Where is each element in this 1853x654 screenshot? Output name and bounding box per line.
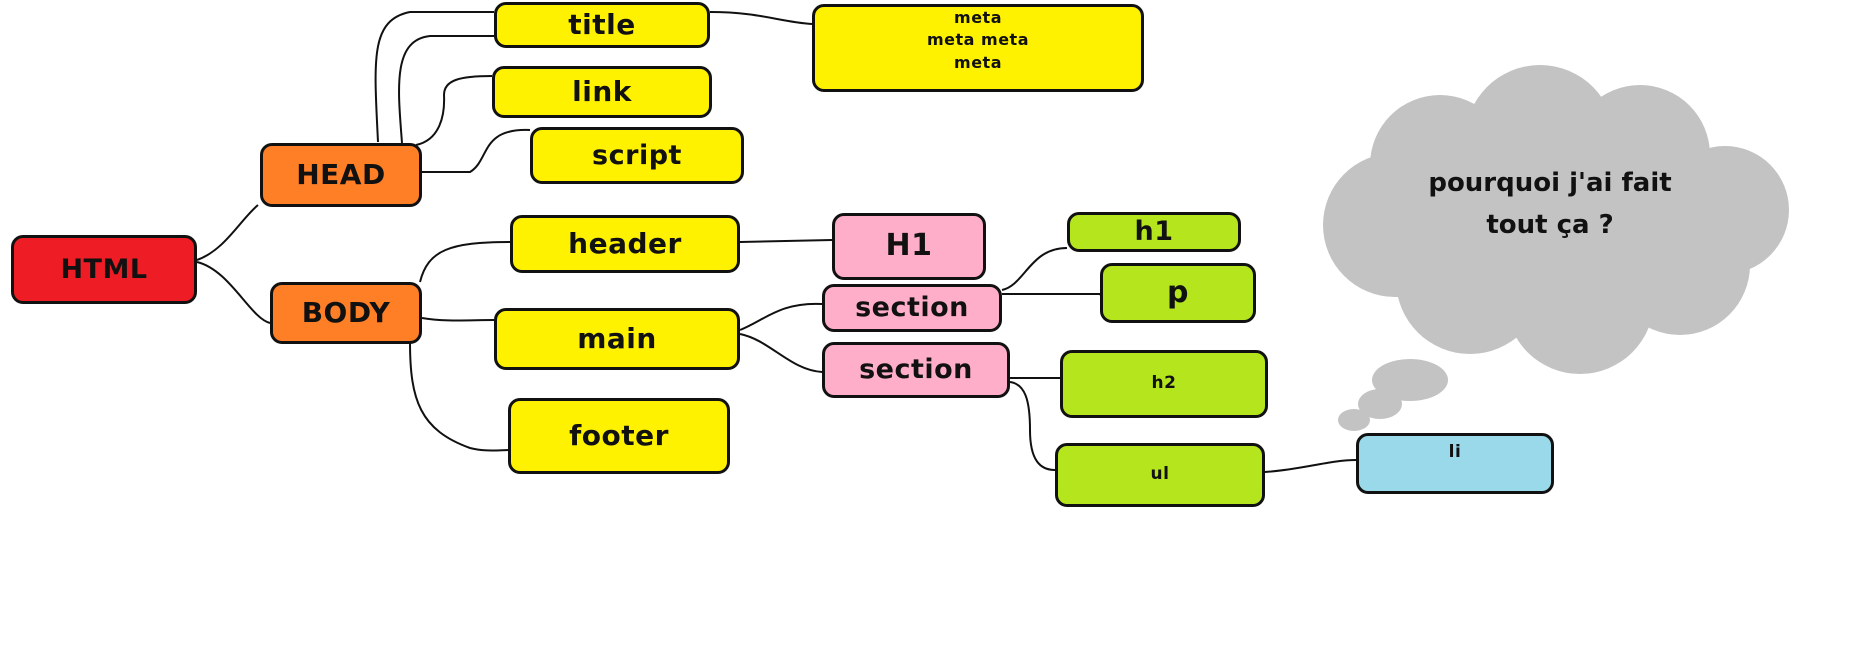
node-link-label: link [572, 74, 632, 108]
node-title: title [494, 2, 710, 48]
node-link: link [492, 66, 712, 118]
node-footer-label: footer [569, 418, 669, 452]
node-h2: h2 [1060, 350, 1268, 418]
node-meta-line3: meta [954, 52, 1002, 72]
node-li: li [1356, 433, 1554, 494]
node-main-label: main [577, 321, 657, 355]
node-html-label: HTML [60, 253, 148, 285]
node-h1-upper-label: H1 [885, 228, 933, 264]
node-title-label: title [568, 7, 636, 41]
node-section-1-label: section [855, 292, 969, 324]
node-h1-lower-label: h1 [1134, 216, 1174, 248]
node-header-label: header [568, 226, 682, 260]
node-section-2: section [822, 342, 1010, 398]
node-ul: ul [1055, 443, 1265, 507]
node-script-label: script [592, 139, 682, 171]
node-meta-line1: meta [954, 8, 1002, 27]
node-section-2-label: section [859, 354, 973, 386]
node-h2-label: h2 [1151, 373, 1177, 394]
node-meta: meta meta meta meta [812, 4, 1144, 92]
node-body-label: BODY [301, 295, 391, 329]
node-footer: footer [508, 398, 730, 474]
thought-bubble-text: pourquoi j'ai fait tout ça ? [1380, 162, 1720, 246]
node-p-label: p [1167, 274, 1189, 310]
node-h1-upper: H1 [832, 213, 986, 280]
node-ul-label: ul [1150, 464, 1170, 485]
node-main: main [494, 308, 740, 370]
thought-bubble-line2: tout ça ? [1486, 210, 1614, 240]
node-section-1: section [822, 284, 1002, 332]
node-h1-lower: h1 [1067, 212, 1241, 252]
node-p: p [1100, 263, 1256, 323]
node-li-label: li [1448, 442, 1462, 462]
node-script: script [530, 127, 744, 184]
node-head-label: HEAD [296, 157, 386, 191]
thought-bubble-line1: pourquoi j'ai fait [1428, 168, 1672, 198]
node-html: HTML [11, 235, 197, 304]
connector-lines [196, 11, 1357, 473]
node-body: BODY [270, 282, 422, 344]
node-header: header [510, 215, 740, 273]
thought-cloud [1323, 65, 1789, 431]
node-head: HEAD [260, 143, 422, 207]
node-meta-line2: meta meta [926, 30, 1029, 50]
